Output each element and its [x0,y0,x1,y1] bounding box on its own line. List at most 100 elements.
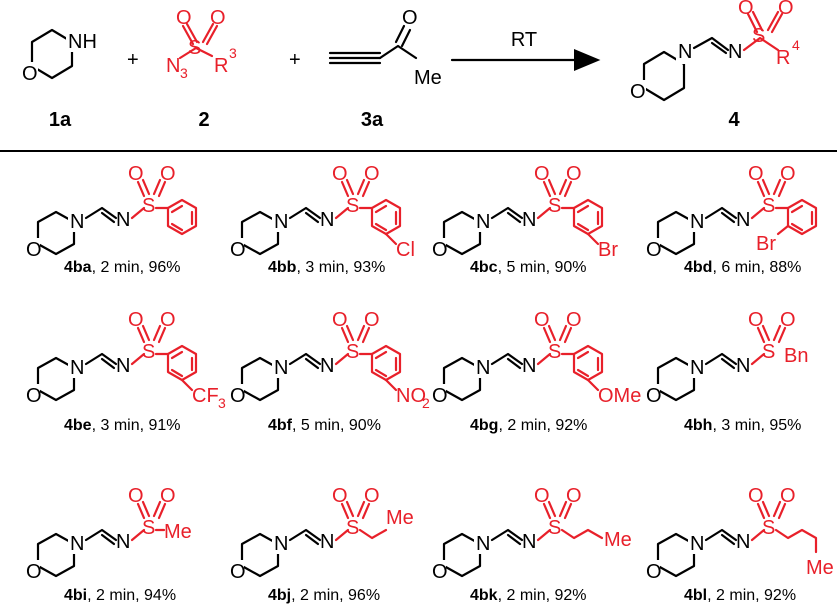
label-mask [644,384,660,404]
reaction-time-yield: , 2 min, 96% [92,259,181,276]
sulfur: S [548,517,561,539]
reaction-time-yield: , 3 min, 91% [92,417,181,434]
compound-code: 4ba [64,259,92,276]
n-s-bond [130,352,146,366]
n-s-bond [536,352,552,366]
n-s-bond [750,352,766,366]
ring-oxygen: O [230,561,246,583]
plus-sign-1: + [127,49,139,71]
n-s-bond [334,206,350,220]
ortho-substituent: Br [756,233,776,255]
reaction-time-yield: , 3 min, 95% [712,417,801,434]
imine-nitrogen: N [522,531,536,553]
alkyl-chain [358,528,388,540]
compound-code: 4bk [470,587,498,604]
label-mask [68,212,84,232]
amidine-bonds [490,352,524,370]
para-substituent: Br [598,239,618,261]
reaction-time-yield: , 5 min, 90% [498,259,587,276]
sulfur: S [188,37,201,59]
sulfur: S [346,517,359,539]
oxo-right: O [780,163,796,185]
product-sulfur: S [752,25,765,47]
oxo-right: O [566,163,582,185]
compound-code: 4bl [684,587,707,604]
methyl-label: Me [414,67,442,89]
label-mask [430,560,446,580]
oxo-right: O [364,163,380,185]
amidine-bonds [704,206,738,224]
para-bond [384,232,398,246]
oxo-right: O [160,485,176,507]
reaction-time-yield: , 2 min, 96% [291,587,380,604]
caption-4bl: 4bl, 2 min, 92% [684,587,796,604]
sulfonyl-oxo-bonds [542,500,573,520]
sulfur: S [548,195,561,217]
oxo-left: O [748,309,764,331]
reaction-condition: RT [511,29,537,51]
label-mask [68,358,84,378]
oxo-left: O [176,7,192,29]
label-mask [474,534,490,554]
oxo-right: O [364,309,380,331]
compound-code: 4bf [268,417,293,434]
label-mask [272,212,288,232]
product-sulfonyl-bonds [742,36,780,52]
aryl-ring [786,198,818,236]
oxo-right: O [160,309,176,331]
caption-4bb: 4bb, 3 min, 93% [268,259,385,276]
n-s-bond [750,528,766,542]
label-mask [688,212,704,232]
sulfur: S [346,341,359,363]
sulfur: S [346,195,359,217]
sulfonyl-oxo-bonds [756,324,787,344]
compound-code: 4bi [64,587,87,604]
reaction-time-yield: , 2 min, 94% [87,587,176,604]
label-2: 2 [198,109,209,131]
label-mask [644,238,660,258]
ring-oxygen: O [26,385,42,407]
imine-nitrogen: N [320,355,334,377]
azide-n: N [166,55,180,77]
para-substituent-subscript: 2 [422,395,430,411]
caption-4bc: 4bc, 5 min, 90% [470,259,587,276]
imine-nitrogen: N [320,531,334,553]
amidine-bonds [288,206,322,224]
sulfonyl-oxo-bonds [756,178,787,198]
amidine-bonds [84,528,118,546]
ring-nitrogen: N [274,533,288,555]
sulfur: S [762,517,775,539]
sulfonyl-oxo-bonds [136,324,167,344]
aryl-ring [370,198,402,236]
caption-4bk: 4bk, 2 min, 92% [470,587,587,604]
sulfonyl-double-bonds [181,22,219,46]
scheme-product-4: N N O S O O R 4 4 [628,0,800,131]
oxo-left: O [534,163,550,185]
ring-oxygen: O [230,385,246,407]
sulfonyl-oxo-bonds [756,500,787,520]
compound-code: 4bh [684,417,712,434]
product-ring-n: N [678,41,692,63]
reaction-time-yield: , 2 min, 92% [498,587,587,604]
label-mask [272,358,288,378]
aryl-ring [572,198,604,236]
imine-nitrogen: N [116,355,130,377]
amidine-bonds [490,206,524,224]
caption-4bi: 4bi, 2 min, 94% [64,587,176,604]
reaction-arrow: RT [450,29,601,71]
imine-nitrogen: N [736,355,750,377]
compound-code: 4bj [268,587,291,604]
label-mask [644,560,660,580]
ring-nitrogen: N [274,357,288,379]
para-bond [586,232,600,246]
alkyl-chain [560,528,604,540]
caption-4bf: 4bf, 5 min, 90% [268,417,381,434]
caption-4bh: 4bh, 3 min, 95% [684,417,801,434]
caption-4bg: 4bg, 2 min, 92% [470,417,587,434]
benzyl-group: Bn [784,345,808,367]
sulfonyl-oxo-bonds [136,178,167,198]
